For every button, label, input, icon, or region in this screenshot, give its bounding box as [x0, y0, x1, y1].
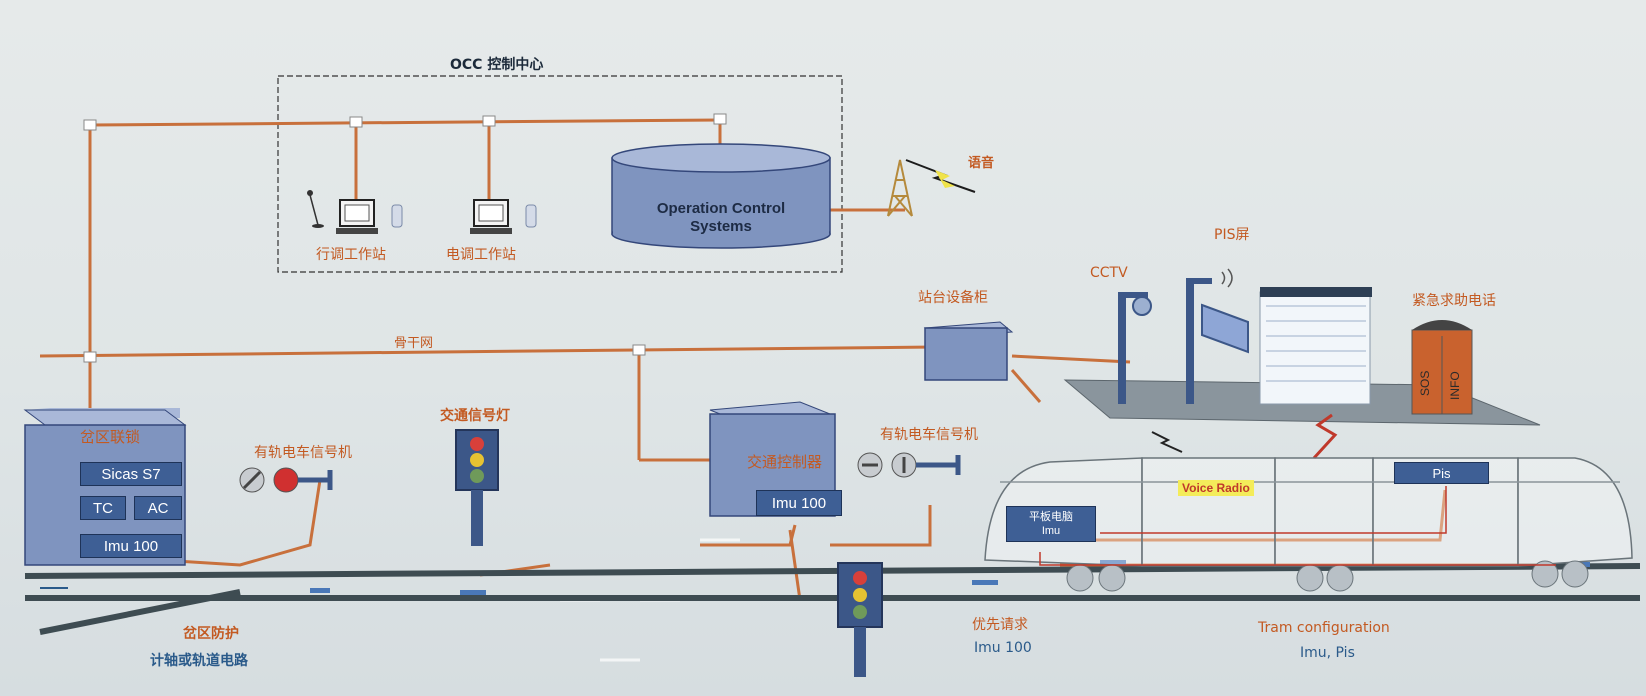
pantograph-icon	[1312, 413, 1338, 460]
ocs-title-line1: Operation Control	[656, 200, 786, 217]
traffic-light-icon	[837, 562, 883, 677]
lightning-bolt-icon	[1151, 431, 1183, 453]
power-workstation-label: 电调工作站	[446, 247, 516, 263]
dispatch-workstation-label: 行调工作站	[316, 247, 386, 263]
onboard-links	[1039, 486, 1556, 566]
traffic-controller-imu: Imu 100	[756, 490, 842, 516]
interlocking-imu-panel: Imu 100	[80, 534, 182, 558]
network-nodes	[83, 113, 727, 363]
ocs-database	[611, 143, 831, 249]
interlocking-ac-panel: AC	[134, 496, 182, 520]
tram-signal-right-icon	[857, 452, 961, 478]
emergency-phone-label: 紧急求助电话	[1412, 293, 1496, 309]
axle-counter-label: 计轴或轨道电路	[150, 653, 248, 669]
cctv-label: CCTV	[1090, 265, 1128, 281]
pis-screen-icon	[1186, 268, 1249, 404]
tram-signal-left-label: 有轨电车信号机	[254, 445, 352, 461]
priority-request-label: 优先请求	[972, 617, 1028, 633]
ocs-title: Operation Control Systems	[612, 200, 830, 236]
traffic-light-icon	[455, 429, 499, 546]
tablet-label-line2: Imu	[1041, 525, 1061, 537]
backbone-label: 骨干网	[394, 336, 434, 351]
platform-cabinet-label: 站台设备柜	[918, 290, 988, 306]
tram-config-label: Tram configuration	[1258, 620, 1390, 636]
ocs-title-line2: Systems	[690, 218, 752, 235]
lightning-bolt-icon	[935, 170, 955, 188]
traffic-light-label: 交通信号灯	[440, 408, 510, 424]
interlocking-title: 岔区联锁	[80, 428, 141, 446]
interlocking-tc-panel: TC	[80, 496, 126, 520]
tram-signal-right-label: 有轨电车信号机	[880, 427, 978, 443]
occ-boundary	[277, 75, 843, 273]
tram-config-sub-label: Imu, Pis	[1300, 645, 1355, 661]
tram-wheels	[1066, 560, 1589, 592]
tablet-label-line1: 平板电脑	[1029, 511, 1073, 523]
power-workstation-icon	[470, 199, 537, 234]
interlocking-sicas-panel: Sicas S7	[80, 462, 182, 486]
radio-tower-icon	[887, 159, 913, 217]
occ-title: OCC 控制中心	[450, 57, 544, 73]
pis-screen-label: PIS屏	[1214, 227, 1250, 243]
sos-text: SOS	[1418, 370, 1432, 396]
platform-shelter	[1259, 287, 1372, 405]
onboard-pis-panel: Pis	[1394, 462, 1489, 484]
info-text: INFO	[1448, 371, 1462, 400]
dispatch-workstation-icon	[307, 190, 403, 234]
tram-signal-left-icon	[239, 467, 333, 493]
cctv-camera-icon	[1118, 292, 1152, 404]
onboard-tablet-panel: 平板电脑 Imu	[1006, 506, 1096, 542]
platform-cabinet-box	[923, 321, 1014, 381]
priority-imu-label: Imu 100	[974, 640, 1032, 656]
voice-label: 语音	[968, 156, 995, 171]
voice-radio-tag: Voice Radio	[1178, 480, 1254, 496]
rails	[24, 563, 1641, 635]
switch-protection-label: 岔区防护	[183, 626, 239, 642]
emergency-phone-icon	[1411, 320, 1473, 415]
traffic-controller-label: 交通控制器	[747, 453, 823, 471]
